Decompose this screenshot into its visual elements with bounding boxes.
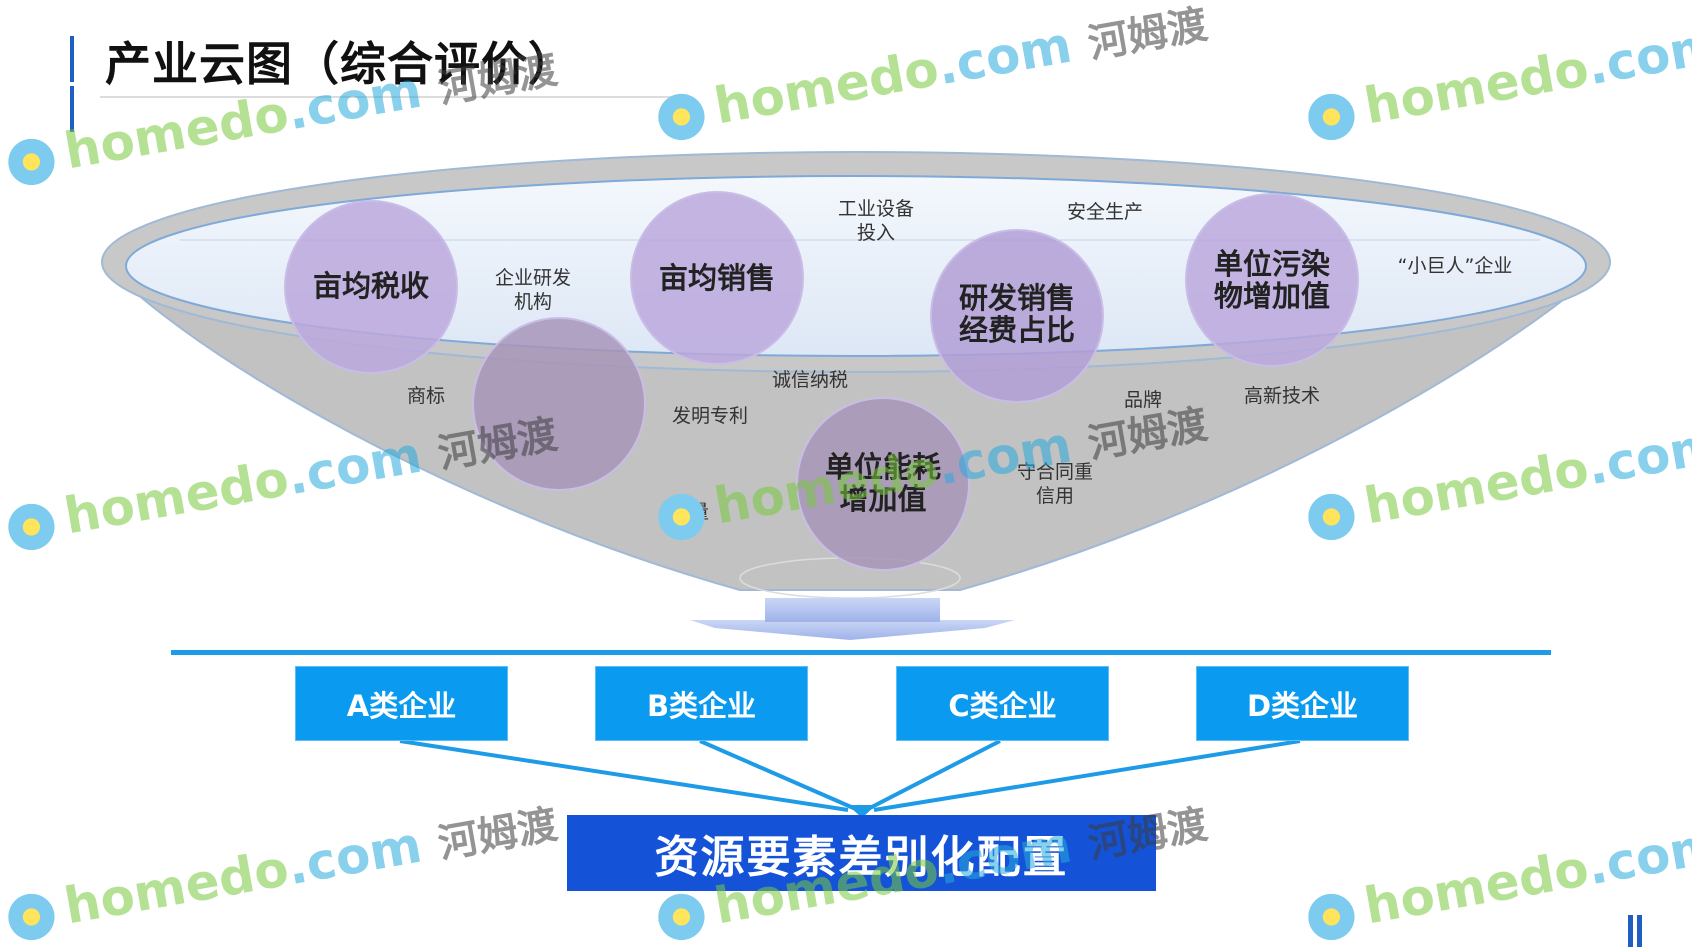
- factor-brand: 品牌: [1123, 389, 1162, 411]
- down-arrow-stem: [765, 598, 940, 622]
- title-divider: [100, 96, 690, 98]
- metric-circle-sales-per-mu: [630, 191, 804, 365]
- metric-circle-empty: [472, 317, 646, 491]
- classification-divider: [171, 650, 1551, 655]
- factor-contract-credit: 守合同重 信用: [1016, 461, 1093, 507]
- metric-label-tax-per-mu: 亩均税收: [312, 269, 429, 303]
- factor-patent: 发明专利: [671, 405, 748, 427]
- title-accent-bars: [70, 36, 80, 132]
- down-arrow: [690, 620, 1015, 640]
- metric-circles: [284, 191, 1359, 571]
- metric-label-pollution-value: 单位污染 物增加值: [1213, 247, 1330, 313]
- factor-rd-institution: 企业研发 机构: [494, 267, 571, 313]
- page-title: 产业云图（综合评价）: [105, 37, 575, 91]
- class-b-box: B类企业: [595, 666, 808, 741]
- factor-little-giant: “小巨人”企业: [1397, 255, 1513, 277]
- metric-circle-rd-ratio: [930, 229, 1104, 403]
- factor-high-tech: 高新技术: [1243, 385, 1320, 407]
- class-connectors: [399, 739, 1301, 812]
- resource-allocation-box: 资源要素差别化配置: [567, 815, 1156, 891]
- factor-trademark: 商标: [406, 385, 445, 407]
- metric-circle-tax-per-mu: [284, 200, 458, 374]
- factor-safety: 安全生产: [1066, 201, 1143, 223]
- connector-arrowhead: [848, 805, 876, 818]
- metric-circle-pollution-value: [1185, 193, 1359, 367]
- metric-label-energy-value: 单位能耗 增加值: [824, 450, 941, 516]
- corner-accent-bars: [1628, 915, 1648, 947]
- factor-quality: 质量: [670, 501, 709, 523]
- class-c-box: C类企业: [896, 666, 1109, 741]
- metric-label-rd-ratio: 研发销售 经费占比: [958, 281, 1075, 347]
- class-a-box: A类企业: [295, 666, 508, 741]
- metric-circle-energy-value: [796, 397, 970, 571]
- factor-tax-integrity: 诚信纳税: [771, 369, 848, 391]
- class-d-box: D类企业: [1196, 666, 1409, 741]
- metric-label-sales-per-mu: 亩均销售: [658, 261, 775, 295]
- factor-industrial-equipment: 工业设备 投入: [837, 198, 914, 244]
